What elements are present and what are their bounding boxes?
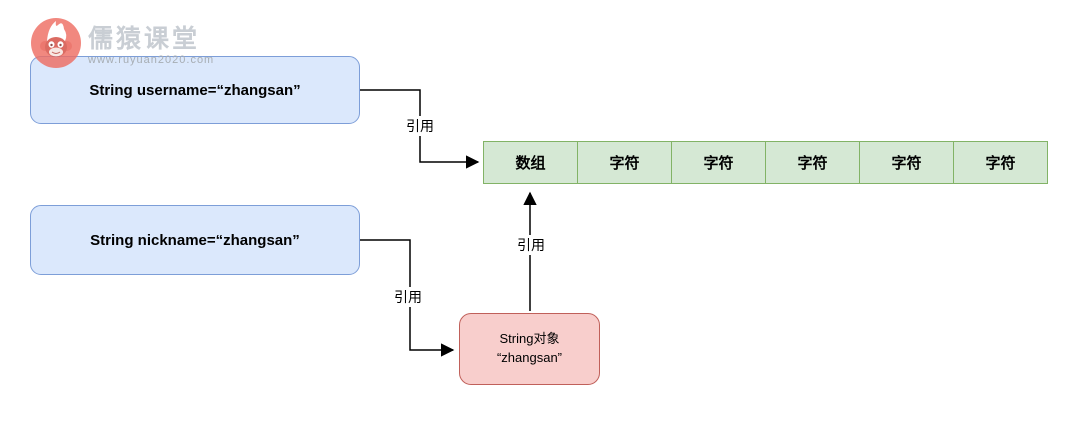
nickname-variable-box: String nickname=“zhangsan” [30, 205, 360, 275]
reference-label-1: 引用 [404, 116, 436, 136]
reference-label-2: 引用 [392, 287, 424, 307]
array-cell: 字符 [953, 141, 1048, 184]
reference-label-3: 引用 [515, 235, 547, 255]
string-object-label: String对象 “zhangsan” [496, 331, 563, 365]
char-array: 数组 字符 字符 字符 字符 字符 [483, 141, 1048, 184]
array-cell: 字符 [859, 141, 954, 184]
array-cell: 字符 [671, 141, 766, 184]
array-cell-header: 数组 [483, 141, 578, 184]
string-object-box: String对象 “zhangsan” [459, 313, 600, 385]
username-variable-box: String username=“zhangsan” [30, 56, 360, 124]
nickname-variable-label: String nickname=“zhangsan” [90, 231, 300, 249]
username-variable-label: String username=“zhangsan” [89, 81, 301, 99]
array-cell: 字符 [577, 141, 672, 184]
watermark-title: 儒猿课堂 [88, 25, 201, 53]
array-cell: 字符 [765, 141, 860, 184]
